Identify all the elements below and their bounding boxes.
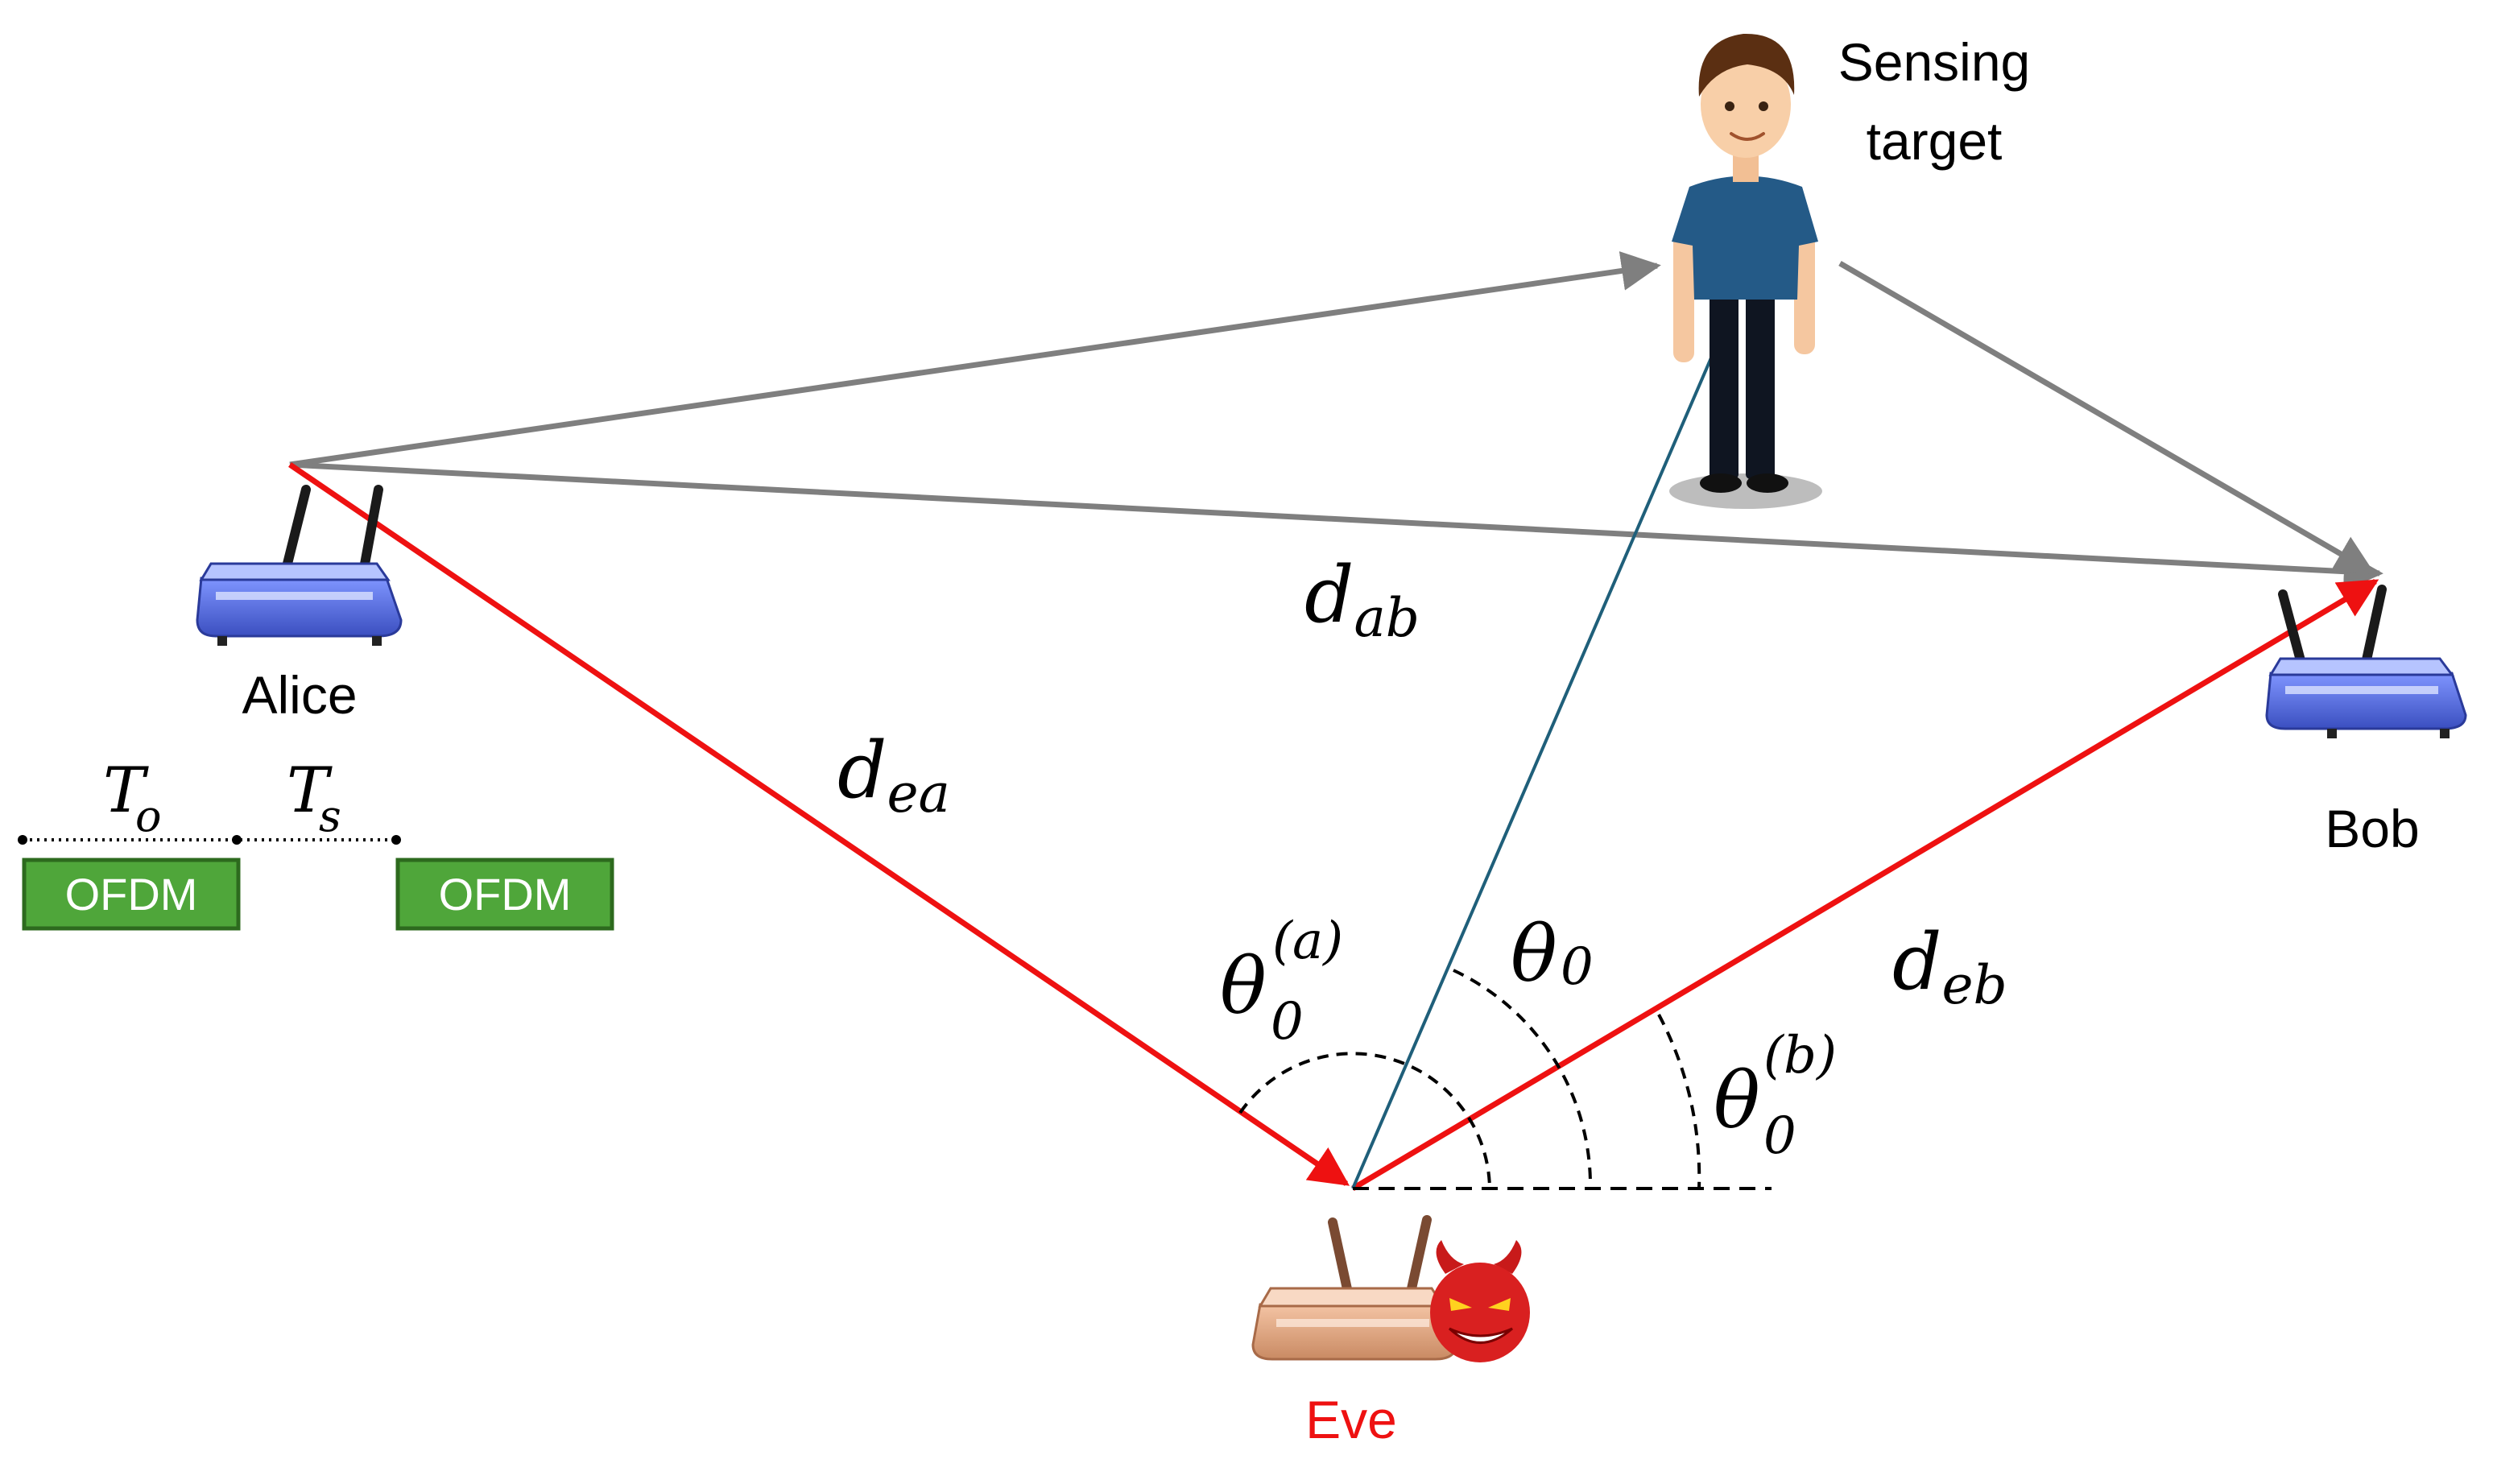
link-target-bob xyxy=(1838,260,2375,575)
svg-text:T: T xyxy=(103,754,149,827)
devil-face-icon xyxy=(1430,1240,1530,1362)
svg-text:0: 0 xyxy=(1561,937,1594,997)
link-alice-bob xyxy=(289,461,2383,592)
timing-label-ts: T s xyxy=(287,754,341,841)
link-alice-target xyxy=(289,251,1661,468)
target-label-line2: target xyxy=(1867,111,2003,171)
arc-theta-0 xyxy=(1453,969,1593,1189)
timing-tick-end xyxy=(391,835,401,845)
svg-text:0: 0 xyxy=(1763,1106,1796,1166)
angle-label-theta-a: θ 0 (a) xyxy=(1220,911,1343,1052)
distance-label-ea: dea xyxy=(837,725,950,825)
svg-text:(b): (b) xyxy=(1763,1026,1837,1085)
eve-label: Eve xyxy=(1305,1390,1397,1449)
wifi-router-icon xyxy=(196,485,403,646)
ofdm-block-2: OFDM xyxy=(395,858,614,931)
person-icon xyxy=(1669,33,1822,509)
svg-text:OFDM: OFDM xyxy=(439,869,572,920)
svg-text:θ: θ xyxy=(1714,1056,1760,1146)
sensing-line-eve-target xyxy=(1351,296,1739,1189)
arc-theta-b xyxy=(1657,1014,1701,1189)
link-alice-eve xyxy=(288,462,1350,1186)
bob-router xyxy=(2265,585,2467,738)
svg-text:0: 0 xyxy=(1271,992,1304,1052)
target-label-line1: Sensing xyxy=(1838,32,2031,92)
bob-label: Bob xyxy=(2325,799,2419,858)
svg-text:(a): (a) xyxy=(1272,911,1343,971)
svg-text:s: s xyxy=(319,791,341,841)
svg-text:OFDM: OFDM xyxy=(65,869,198,920)
svg-text:T: T xyxy=(287,754,333,827)
timing-tick-start xyxy=(18,835,27,845)
alice-label: Alice xyxy=(242,665,357,725)
eve-router xyxy=(1251,1215,1530,1362)
distance-label-eb: deb xyxy=(1892,917,2007,1016)
ofdm-block-1: OFDM xyxy=(22,858,241,931)
wifi-router-icon xyxy=(2265,585,2467,738)
wifi-router-icon xyxy=(1251,1215,1457,1361)
timing-label-to: T o xyxy=(103,754,162,841)
svg-text:θ: θ xyxy=(1220,941,1267,1031)
distance-label-ab: dab xyxy=(1304,550,1420,649)
svg-text:o: o xyxy=(135,791,162,841)
arc-theta-a xyxy=(1238,1052,1491,1189)
angle-label-theta-0: θ 0 xyxy=(1511,909,1594,999)
alice-router xyxy=(196,485,403,646)
timing-tick-mid xyxy=(232,835,242,845)
angle-label-theta-b: θ (b) 0 xyxy=(1714,1026,1837,1166)
svg-text:θ: θ xyxy=(1511,909,1557,999)
link-eve-bob xyxy=(1351,578,2379,1192)
